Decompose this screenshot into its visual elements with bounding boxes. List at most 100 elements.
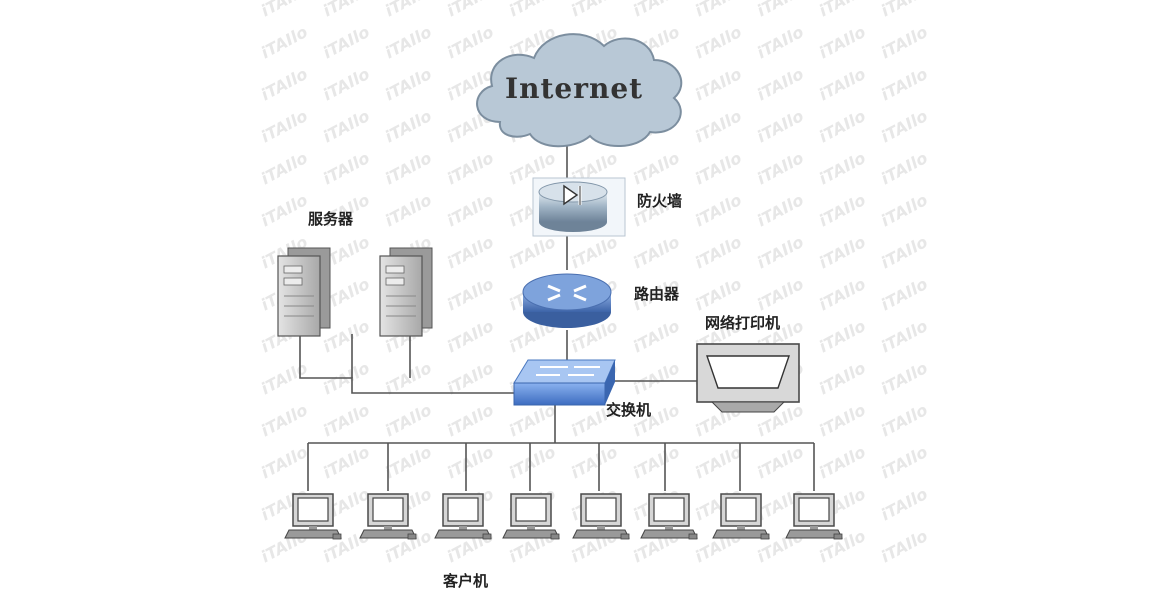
- pc-icon: [785, 493, 843, 540]
- watermark-text: iTAIlo: [320, 0, 373, 20]
- watermark-text: iTAIlo: [630, 232, 683, 272]
- pc-icon: [434, 493, 492, 540]
- watermark-text: iTAIlo: [258, 148, 311, 188]
- watermark-text: iTAIlo: [754, 22, 807, 62]
- client-pcs: [284, 493, 843, 540]
- watermark-text: iTAIlo: [444, 232, 497, 272]
- watermark-text: iTAIlo: [878, 400, 931, 440]
- router-icon: [522, 273, 612, 328]
- watermark-text: iTAIlo: [692, 148, 745, 188]
- servers-label: 服务器: [308, 210, 354, 228]
- watermark-text: iTAIlo: [320, 442, 373, 482]
- server-icon: [379, 247, 433, 337]
- watermark-text: iTAIlo: [878, 316, 931, 356]
- firewall-icon: [532, 177, 626, 237]
- clients-label: 客户机: [443, 572, 489, 590]
- watermark-text: iTAIlo: [444, 316, 497, 356]
- watermark-text: iTAIlo: [444, 0, 497, 20]
- watermark-text: iTAIlo: [444, 274, 497, 314]
- watermark-text: iTAIlo: [382, 106, 435, 146]
- watermark-text: iTAIlo: [816, 232, 869, 272]
- watermark-text: iTAIlo: [878, 274, 931, 314]
- watermark-text: iTAIlo: [258, 22, 311, 62]
- pc-icon: [712, 493, 770, 540]
- watermark-text: iTAIlo: [382, 0, 435, 20]
- watermark-text: iTAIlo: [878, 190, 931, 230]
- watermark-text: iTAIlo: [320, 64, 373, 104]
- switch-icon: [513, 359, 616, 406]
- watermark-text: iTAIlo: [878, 442, 931, 482]
- watermark-text: iTAIlo: [754, 148, 807, 188]
- watermark-text: iTAIlo: [816, 316, 869, 356]
- connection-lines: [299, 146, 815, 491]
- watermark-text: iTAIlo: [258, 400, 311, 440]
- watermark-text: iTAIlo: [754, 190, 807, 230]
- watermark-text: iTAIlo: [568, 232, 621, 272]
- printer-label: 网络打印机: [705, 314, 781, 332]
- watermark-text: iTAIlo: [444, 400, 497, 440]
- watermark-text: iTAIlo: [878, 64, 931, 104]
- watermark-text: iTAIlo: [816, 400, 869, 440]
- internet-label: Internet: [505, 72, 644, 105]
- watermark-text: iTAIlo: [754, 442, 807, 482]
- watermark-text: iTAIlo: [630, 316, 683, 356]
- watermark-text: iTAIlo: [816, 22, 869, 62]
- watermark-text: iTAIlo: [692, 274, 745, 314]
- pc-icon: [284, 493, 342, 540]
- watermark-text: iTAIlo: [816, 106, 869, 146]
- watermark-text: iTAIlo: [568, 442, 621, 482]
- watermark-text: iTAIlo: [692, 22, 745, 62]
- watermark-text: iTAIlo: [878, 358, 931, 398]
- watermark-text: iTAIlo: [754, 64, 807, 104]
- watermark-text: iTAIlo: [816, 358, 869, 398]
- watermark-text: iTAIlo: [692, 442, 745, 482]
- watermark-text: iTAIlo: [878, 526, 931, 566]
- watermark-text: iTAIlo: [692, 106, 745, 146]
- watermark-text: iTAIlo: [816, 148, 869, 188]
- watermark-text: iTAIlo: [382, 148, 435, 188]
- watermark-text: iTAIlo: [878, 0, 931, 20]
- watermark-text: iTAIlo: [506, 400, 559, 440]
- watermark-text: iTAIlo: [816, 274, 869, 314]
- watermark-text: iTAIlo: [754, 0, 807, 20]
- watermark-text: iTAIlo: [258, 106, 311, 146]
- watermark-text: iTAIlo: [816, 190, 869, 230]
- server-icon: [277, 247, 331, 337]
- watermark-text: iTAIlo: [878, 106, 931, 146]
- watermark-text: iTAIlo: [320, 106, 373, 146]
- watermark-text: iTAIlo: [816, 0, 869, 20]
- watermark-text: iTAIlo: [320, 400, 373, 440]
- watermark-text: iTAIlo: [258, 64, 311, 104]
- watermark-text: iTAIlo: [878, 484, 931, 524]
- watermark-text: iTAIlo: [816, 64, 869, 104]
- watermark-text: iTAIlo: [382, 442, 435, 482]
- firewall-label: 防火墙: [637, 192, 683, 210]
- watermark-text: iTAIlo: [444, 190, 497, 230]
- watermark-text: iTAIlo: [816, 442, 869, 482]
- watermark-text: iTAIlo: [630, 0, 683, 20]
- watermark-text: iTAIlo: [692, 232, 745, 272]
- watermark-text: iTAIlo: [754, 274, 807, 314]
- printer-icon: [696, 343, 800, 413]
- watermark-text: iTAIlo: [630, 442, 683, 482]
- watermark-text: iTAIlo: [878, 22, 931, 62]
- watermark-text: iTAIlo: [630, 148, 683, 188]
- watermark-text: iTAIlo: [878, 232, 931, 272]
- watermark-text: iTAIlo: [258, 442, 311, 482]
- watermark-text: iTAIlo: [692, 190, 745, 230]
- watermark-text: iTAIlo: [444, 442, 497, 482]
- pc-icon: [359, 493, 417, 540]
- watermark-text: iTAIlo: [692, 64, 745, 104]
- router-label: 路由器: [634, 285, 680, 303]
- watermark-text: iTAIlo: [444, 22, 497, 62]
- watermark-text: iTAIlo: [382, 22, 435, 62]
- watermark-text: iTAIlo: [754, 232, 807, 272]
- watermark-text: iTAIlo: [320, 148, 373, 188]
- watermark-text: iTAIlo: [630, 358, 683, 398]
- watermark-text: iTAIlo: [568, 0, 621, 20]
- internet-cloud: [476, 33, 683, 148]
- watermark-text: iTAIlo: [444, 148, 497, 188]
- pc-icon: [572, 493, 630, 540]
- watermark-text: iTAIlo: [258, 0, 311, 20]
